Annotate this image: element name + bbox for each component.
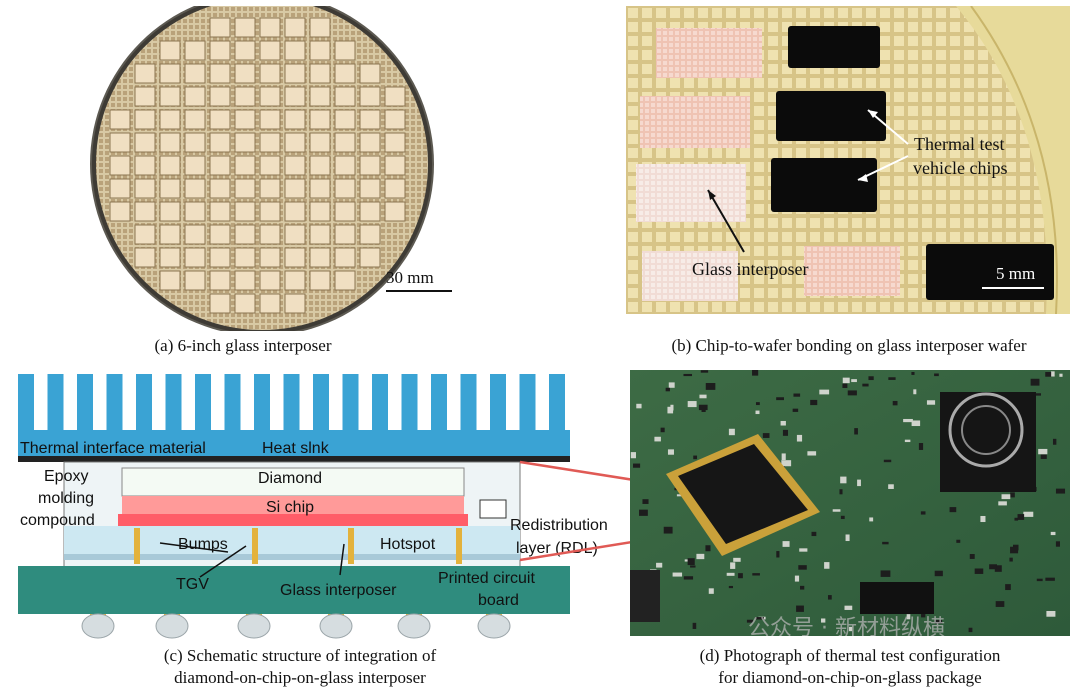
- caption-d-1: (d) Photograph of thermal test configura…: [699, 646, 1001, 665]
- scale-bar-a-line: [386, 290, 452, 292]
- label-glass-interposer-c: Glass interposer: [280, 582, 397, 599]
- panel-d: 公众号 · 新材料纵横: [630, 370, 1070, 636]
- scale-bar-a: 30 mm: [386, 268, 452, 292]
- panel-c: Thermal interface material Heat slnk Dia…: [0, 370, 640, 642]
- label-epoxy-2: molding: [38, 490, 95, 507]
- caption-b: (b) Chip-to-wafer bonding on glass inter…: [671, 336, 1027, 355]
- panel-b: Thermal test vehicle chips Glass interpo…: [626, 6, 1070, 314]
- chip-to-wafer-photo: [626, 6, 1070, 314]
- label-si-chip: Si chip: [266, 499, 315, 516]
- interposer-die-grid: [109, 17, 406, 314]
- glass-wafer-image: [90, 0, 434, 336]
- label-pcb-2: board: [478, 592, 519, 609]
- label-tim: Thermal interface material: [20, 440, 206, 457]
- label-diamond: Diamond: [258, 470, 323, 487]
- caption-d-2: for diamond-on-chip-on-glass package: [718, 668, 982, 687]
- label-pcb-1: Printed circuit: [438, 570, 535, 587]
- label-thermal-test: Thermal test: [914, 134, 1005, 154]
- label-hotspot: Hotspot: [380, 536, 436, 553]
- label-vehicle-chips: vehicle chips: [913, 158, 1008, 178]
- label-heat-sink: Heat slnk: [262, 440, 329, 457]
- heat-sink: [18, 374, 570, 456]
- scale-bar-b-label: 5 mm: [996, 264, 1036, 283]
- solder-balls: [81, 613, 511, 639]
- thermal-test-photo: [630, 370, 1070, 636]
- caption-c-2: diamond-on-chip-on-glass interposer: [174, 668, 426, 687]
- label-rdl-1: Redistribution: [510, 517, 608, 534]
- scale-bar-a-label: 30 mm: [386, 268, 434, 287]
- label-epoxy-3: compound: [20, 512, 95, 529]
- caption-c-1: (c) Schematic structure of integration o…: [163, 646, 437, 665]
- label-tgv: TGV: [176, 576, 209, 593]
- label-epoxy-1: Epoxy: [44, 468, 89, 485]
- label-glass-interposer-b: Glass interposer: [692, 259, 809, 279]
- panel-a: 30 mm: [80, 0, 460, 336]
- label-rdl-2: layer (RDL): [516, 540, 598, 557]
- watermark: 公众号 · 新材料纵横: [748, 616, 945, 636]
- package-schematic: [18, 374, 570, 639]
- label-bumps: Bumps: [178, 536, 228, 553]
- thermal-test-chips: [771, 26, 1054, 300]
- caption-a: (a) 6-inch glass interposer: [154, 336, 332, 355]
- tgv-vias: [134, 528, 462, 564]
